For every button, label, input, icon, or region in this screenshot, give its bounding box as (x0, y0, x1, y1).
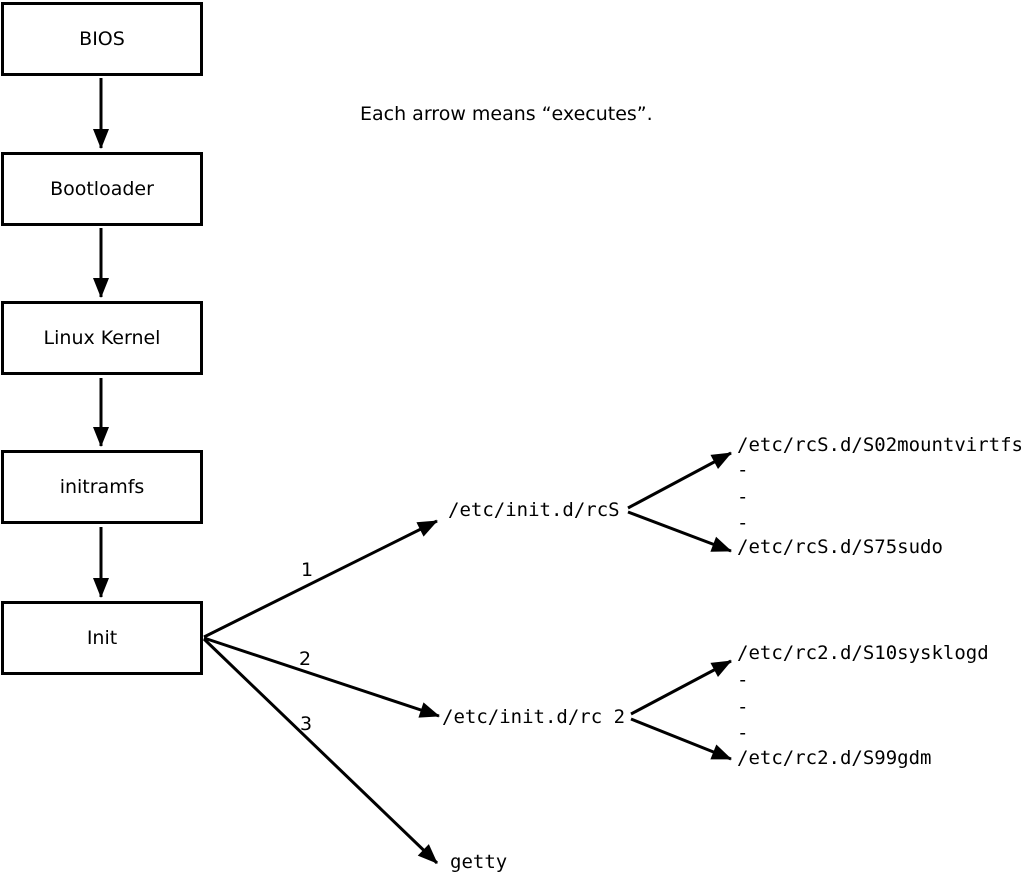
arrow-rcS-to-first-script (627, 451, 732, 510)
node-bootloader-label: Bootloader (50, 178, 154, 200)
arrow-rcS-to-last-script (627, 510, 732, 553)
path-rcS-last-script: /etc/rcS.d/S75sudo (737, 536, 943, 558)
path-getty: getty (450, 851, 508, 873)
diagram-caption: Each arrow means “executes”. (360, 103, 653, 125)
path-rc2-first-script: /etc/rc2.d/S10sysklogd (737, 642, 989, 664)
rc2-ellipsis-dash-2: - (737, 696, 749, 718)
node-bootloader: Bootloader (1, 152, 203, 226)
arrow-rc2-to-last-script (630, 717, 732, 761)
arrow-rc2-to-first-script (630, 659, 732, 716)
node-linux-kernel-label: Linux Kernel (43, 327, 161, 349)
rc2-ellipsis-dash-1: - (737, 669, 749, 691)
arrow-init-to-rc2 (203, 636, 440, 718)
node-bios-label: BIOS (79, 28, 125, 50)
node-init-label: Init (86, 627, 118, 649)
path-rc2-last-script: /etc/rc2.d/S99gdm (737, 747, 932, 769)
node-initramfs-label: initramfs (59, 476, 145, 498)
node-init: Init (1, 601, 203, 675)
arrow-order-label-1: 1 (301, 559, 314, 581)
node-initramfs: initramfs (1, 450, 203, 524)
rcS-ellipsis-dash-3: - (737, 512, 749, 534)
arrow-order-label-2: 2 (299, 648, 312, 670)
arrow-init-to-rcS (203, 519, 438, 639)
rcS-ellipsis-dash-1: - (737, 459, 749, 481)
node-bios: BIOS (1, 2, 203, 76)
rcS-ellipsis-dash-2: - (737, 486, 749, 508)
node-linux-kernel: Linux Kernel (1, 301, 203, 375)
path-init-d-rcS: /etc/init.d/rcS (448, 499, 620, 521)
path-init-d-rc2: /etc/init.d/rc 2 (442, 706, 626, 728)
arrow-init-to-getty (202, 637, 439, 865)
arrow-order-label-3: 3 (300, 713, 313, 735)
rc2-ellipsis-dash-3: - (737, 722, 749, 744)
path-rcS-first-script: /etc/rcS.d/S02mountvirtfs (737, 434, 1023, 456)
